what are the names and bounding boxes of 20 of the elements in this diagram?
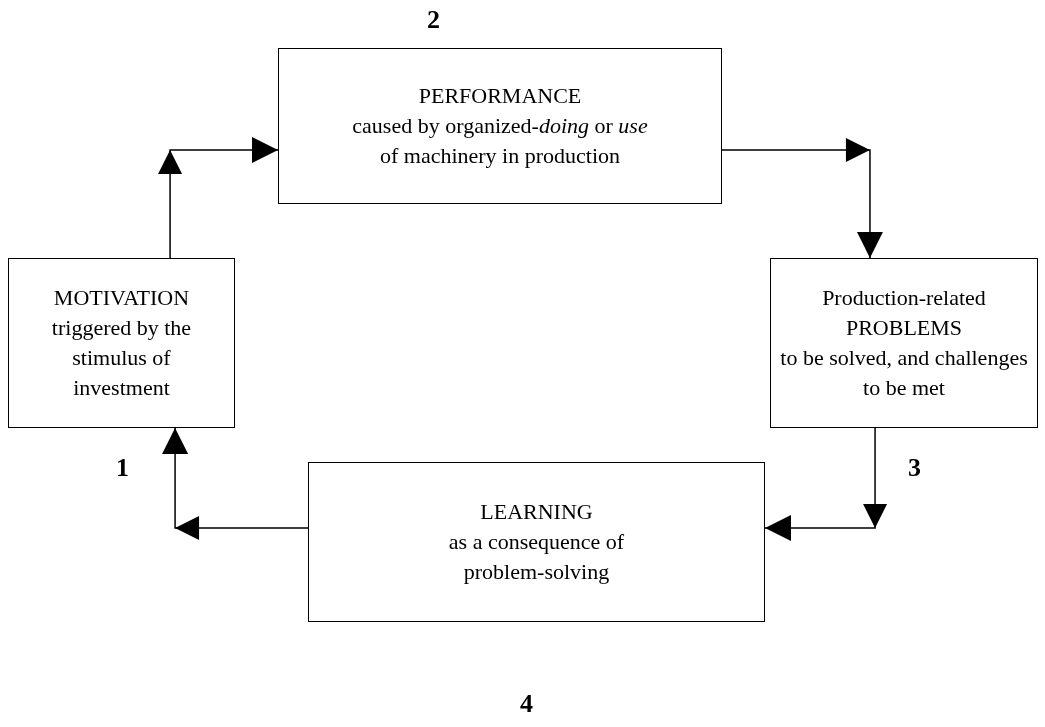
arrow xyxy=(764,427,888,541)
box-heading: PERFORMANCE xyxy=(418,82,582,110)
box-heading: Production-related PROBLEMS xyxy=(821,284,987,342)
box-heading: LEARNING xyxy=(480,498,593,526)
process-box xyxy=(8,258,235,428)
box-text: as a consequence of problem-solving xyxy=(447,528,626,586)
step-number: 2 xyxy=(427,4,440,36)
process-box xyxy=(278,48,722,204)
step-number: 4 xyxy=(520,688,533,720)
process-box xyxy=(770,258,1038,428)
step-number: 3 xyxy=(908,452,921,484)
box-text: triggered by the stimulus of investment xyxy=(50,314,193,402)
process-box xyxy=(308,462,765,622)
arrow xyxy=(162,427,309,540)
step-number: 1 xyxy=(116,452,129,484)
arrow xyxy=(158,137,279,259)
box-text: to be solved, and challenges to be met xyxy=(779,344,1029,402)
box-text: caused by organized-doing or use of machinery in production xyxy=(351,112,649,170)
arrow xyxy=(721,138,883,259)
box-heading: MOTIVATION xyxy=(53,284,190,312)
